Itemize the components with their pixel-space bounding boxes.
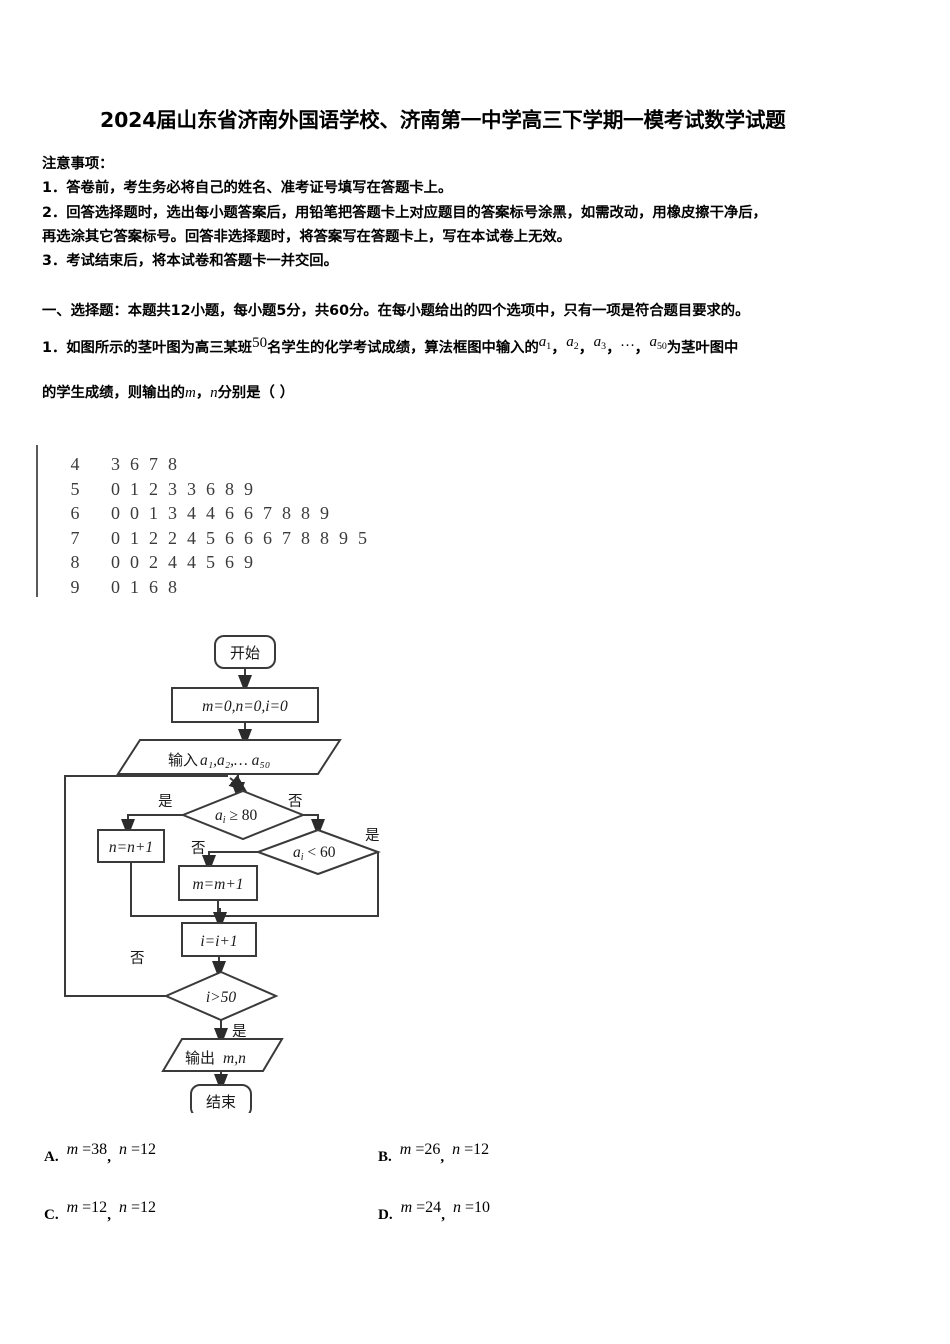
option-d-m: m =24 bbox=[400, 1199, 442, 1216]
page-title: 2024届山东省济南外国语学校、济南第一中学高三下学期一模考试数学试题 bbox=[100, 108, 786, 132]
flow-node-start: 开始 bbox=[214, 635, 276, 669]
flow-output-vars: m,n bbox=[223, 1050, 246, 1067]
flow-decision3-no-label: 否 bbox=[130, 951, 145, 967]
option-b-n: n =12 bbox=[452, 1141, 490, 1158]
section-heading: 一、选择题：本题共12小题，每小题5分，共60分。在每小题给出的四个选项中，只有… bbox=[42, 303, 750, 319]
flow-node-output: 输出 m,n bbox=[161, 1038, 284, 1072]
flow-node-end: 结束 bbox=[190, 1084, 252, 1113]
option-b-m: m =26 bbox=[399, 1141, 441, 1158]
option-c-n: n =12 bbox=[118, 1199, 156, 1216]
stem-value: 9 bbox=[70, 576, 80, 597]
flow-n-label: n=n+1 bbox=[109, 839, 153, 856]
var-m: m bbox=[184, 385, 196, 401]
flow-node-decision-i-gt-50: i>50 bbox=[163, 970, 279, 1022]
flow-node-decision-ai-lt-60: ai < 60 bbox=[255, 828, 381, 876]
option-c[interactable]: C. m =12, n =12 bbox=[44, 1199, 156, 1224]
option-c-letter: C. bbox=[44, 1207, 59, 1223]
notice-item-3: 3．考试结束后，将本试卷和答题卡一并交回。 bbox=[42, 253, 338, 270]
option-c-m: m =12 bbox=[66, 1199, 108, 1216]
stem-value: 7 bbox=[70, 527, 80, 548]
option-a-comma: , bbox=[107, 1149, 111, 1165]
flow-m-label: m=m+1 bbox=[192, 876, 243, 893]
var-a2: a2 bbox=[566, 334, 579, 352]
flow-decision1-no-label: 否 bbox=[288, 794, 303, 810]
option-d-n: n =10 bbox=[452, 1199, 490, 1216]
question-number: 1． bbox=[42, 340, 67, 356]
option-d-letter: D. bbox=[378, 1207, 393, 1223]
stemleaf-divider bbox=[36, 445, 38, 597]
option-b[interactable]: B. m =26, n =12 bbox=[378, 1141, 489, 1166]
option-a-letter: A. bbox=[44, 1149, 59, 1165]
stem-value: 8 bbox=[70, 552, 80, 572]
flow-start-label: 开始 bbox=[230, 644, 260, 662]
option-c-comma: , bbox=[107, 1207, 111, 1223]
student-count: 50 bbox=[252, 335, 268, 351]
flow-input-prefix: 输入 bbox=[168, 751, 198, 769]
flow-node-i-increment: i=i+1 bbox=[181, 922, 257, 957]
flow-node-decision-ai-ge-80: ai ≥ 80 bbox=[180, 789, 306, 841]
question-1-line-2: 的学生成绩，则输出的m，n分别是（ ） bbox=[42, 381, 294, 405]
flow-decision1-yes-label: 是 bbox=[158, 794, 173, 810]
var-n: n bbox=[210, 385, 218, 401]
flow-decision2-yes-label: 是 bbox=[365, 828, 380, 844]
flow-node-input: 输入 a₁,a₂,… a₅₀ bbox=[116, 739, 342, 775]
question-text-c: 为茎叶图中 bbox=[666, 340, 739, 356]
flow-node-init: m=0,n=0,i=0 bbox=[171, 687, 319, 723]
algorithm-flowchart: 开始 m=0,n=0,i=0 输入 a₁,a₂,… a₅₀ ai ≥ 80 bbox=[60, 628, 500, 1113]
flow-decision2-no-label: 否 bbox=[191, 841, 206, 857]
stem-value: 6 bbox=[70, 503, 80, 523]
flow-init-label: m=0,n=0,i=0 bbox=[202, 698, 288, 715]
flow-decision2-var: ai < 60 bbox=[293, 844, 336, 863]
question-text-d: 的学生成绩，则输出的 bbox=[42, 385, 185, 401]
option-a[interactable]: A. m =38, n =12 bbox=[44, 1141, 156, 1166]
option-d-comma: , bbox=[441, 1207, 445, 1223]
option-a-m: m =38 bbox=[66, 1141, 108, 1158]
option-a-n: n =12 bbox=[118, 1141, 156, 1158]
flow-decision3-label: i>50 bbox=[206, 989, 237, 1006]
notice-item-2-cont: 再选涂其它答案标号。回答非选择题时，将答案写在答题卡上，写在本试卷上无效。 bbox=[42, 228, 571, 245]
flow-input-vars: a₁,a₂,… a₅₀ bbox=[200, 752, 270, 769]
flow-decision1-var: ai ≥ 80 bbox=[215, 807, 258, 826]
comma-1: ， bbox=[195, 385, 211, 401]
var-a1: a1 bbox=[538, 334, 552, 352]
notice-item-1: 1．答卷前，考生务必将自己的姓名、准考证号填写在答题卡上。 bbox=[42, 180, 453, 197]
var-a50: a50 bbox=[649, 334, 667, 352]
stem-value: 4 bbox=[70, 454, 80, 474]
flow-node-n-increment: n=n+1 bbox=[97, 829, 165, 863]
flow-output-prefix: 输出 bbox=[185, 1049, 215, 1067]
question-text-a: 如图所示的茎叶图为高三某班 bbox=[66, 340, 253, 356]
option-b-letter: B. bbox=[378, 1149, 392, 1165]
notice-item-2: 2．回答选择题时，选出每小题答案后，用铅笔把答题卡上对应题目的答案标号涂黑，如需… bbox=[42, 204, 767, 221]
option-b-comma: , bbox=[440, 1149, 445, 1165]
option-d[interactable]: D. m =24, n =10 bbox=[378, 1199, 490, 1224]
question-text-e: 分别是（ ） bbox=[217, 385, 295, 401]
question-text-b: 名学生的化学考试成绩，算法框图中输入的 bbox=[267, 340, 539, 356]
flow-decision3-yes-label: 是 bbox=[232, 1024, 247, 1040]
flow-i-label: i=i+1 bbox=[200, 933, 237, 950]
stem-value: 5 bbox=[70, 478, 80, 499]
flow-end-label: 结束 bbox=[206, 1093, 236, 1111]
var-a3: a3 bbox=[593, 334, 607, 352]
notice-heading: 注意事项： bbox=[42, 156, 114, 172]
var-ellipsis: … bbox=[621, 334, 635, 350]
notice-block: 注意事项： 1．答卷前，考生务必将自己的姓名、准考证号填写在答题卡上。 2．回答… bbox=[42, 152, 912, 273]
question-1-line-1: 1．如图所示的茎叶图为高三某班50名学生的化学考试成绩，算法框图中输入的a1，a… bbox=[42, 334, 739, 356]
flow-node-m-increment: m=m+1 bbox=[178, 865, 258, 901]
